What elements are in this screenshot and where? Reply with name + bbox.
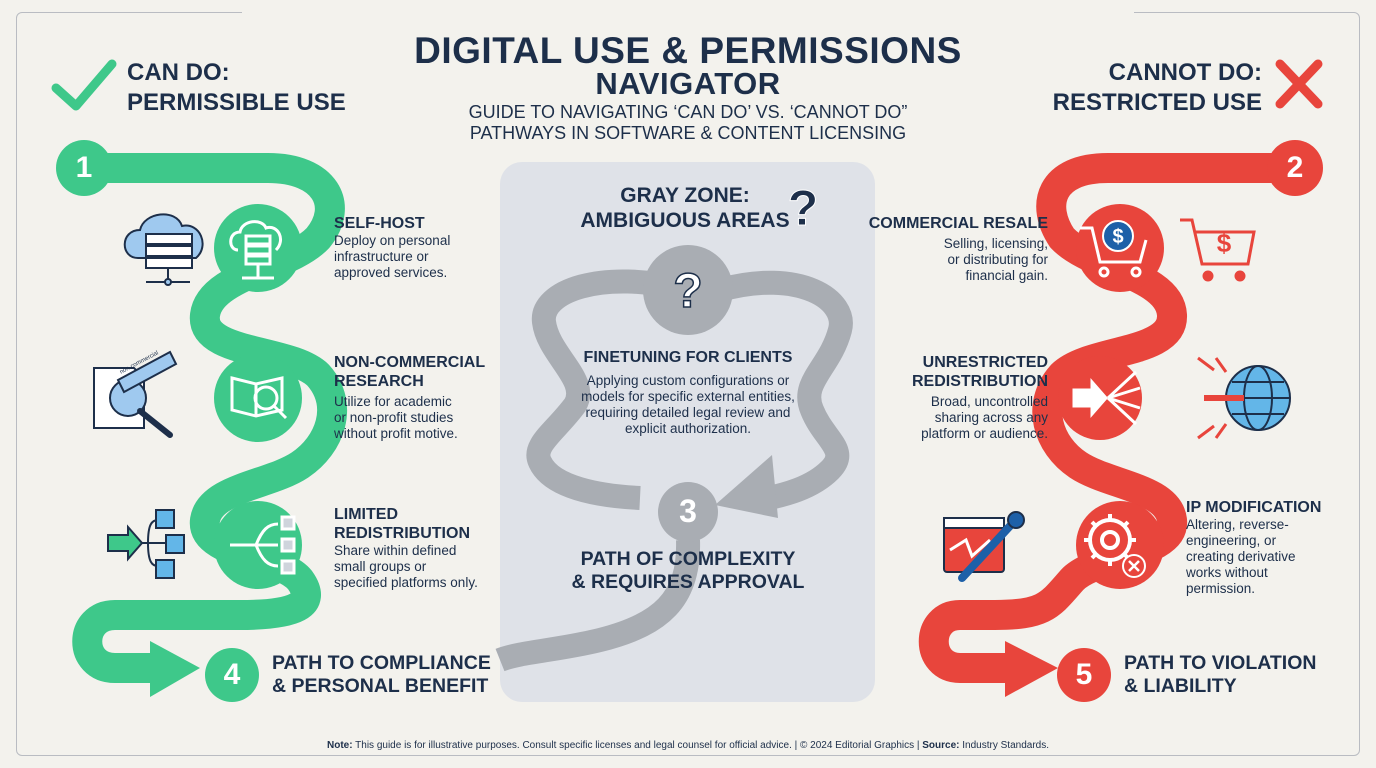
gray-zone-path-label: PATH OF COMPLEXITY & REQUIRES APPROVAL [571, 548, 805, 593]
number-circle-3 [658, 482, 718, 542]
page-subtitle-line2: PATHWAYS IN SOFTWARE & CONTENT LICENSING [469, 123, 907, 143]
step-number-4: 4 [223, 658, 241, 691]
cross-icon [1275, 59, 1323, 109]
shopping-cart-illustration [1180, 218, 1256, 282]
can-do-heading: CAN DO: PERMISSIBLE USE [127, 59, 346, 116]
number-circle-2 [1267, 140, 1323, 196]
item-unrestricted-redistribution: UNRESTRICTED REDISTRIBUTION Broad, uncon… [912, 354, 1048, 441]
gray-loop-path [495, 269, 853, 672]
item-non-commercial-research: NON-COMMERCIAL RESEARCH Utilize for acad… [334, 354, 486, 441]
item-circle-self-host [214, 204, 302, 292]
step-number-3: 3 [679, 493, 697, 529]
footer-note: Note: This guide is for illustrative pur… [327, 740, 1049, 751]
cannot-do-heading: CANNOT DO: RESTRICTED USE [1052, 59, 1262, 116]
shopping-cart-dollar-icon [1080, 226, 1148, 278]
svg-text:$: $ [1112, 226, 1123, 248]
globe-arrows-illustration [1197, 356, 1291, 440]
item-commercial-resale: COMMERCIAL RESALE Selling, licensing, or… [868, 215, 1048, 283]
question-circle-icon: ? [673, 265, 702, 318]
number-circle-5 [1057, 648, 1111, 702]
gray-zone-item: FINETUNING FOR CLIENTS Applying custom c… [581, 349, 795, 436]
cloud-server-icon [229, 220, 282, 280]
number-circle-1 [56, 140, 112, 196]
item-limited-redistribution: LIMITED REDISTRIBUTION Share within defi… [334, 506, 478, 590]
gray-arrowhead [715, 455, 778, 518]
dollar-coin-icon [1102, 220, 1134, 252]
item-self-host: SELF-HOST Deploy on personal infrastruct… [334, 214, 494, 281]
browser-wrench-illustration [943, 511, 1025, 582]
violation-path-label: PATH TO VIOLATION & LIABILITY [1124, 652, 1317, 697]
page-title-line2: NAVIGATOR [595, 66, 781, 101]
document-magnifier-illustration [93, 350, 178, 438]
book-magnifier-icon [230, 376, 288, 420]
step-number-1: 1 [75, 151, 93, 184]
question-circle [643, 245, 733, 335]
step-number-5: 5 [1075, 658, 1093, 691]
scatter-arrows-icon [1072, 370, 1141, 426]
item-title: SELF-HOST [334, 215, 425, 232]
compliance-path-label: PATH TO COMPLIANCE & PERSONAL BENEFIT [272, 652, 491, 697]
check-icon [51, 59, 117, 111]
green-arrowhead [150, 641, 200, 697]
svg-text:$: $ [1217, 228, 1232, 258]
number-circle-4 [205, 648, 259, 702]
cloud-server-illustration [123, 213, 204, 286]
page-title: DIGITAL USE & PERMISSIONS [414, 30, 962, 71]
step-number-2: 2 [1286, 151, 1304, 184]
question-mark-icon: ? [788, 180, 819, 236]
flow-illustration [107, 509, 185, 579]
item-ip-modification: IP MODIFICATION Altering, reverse- engin… [1186, 499, 1322, 596]
item-circle-research [214, 354, 302, 442]
branch-icon [230, 515, 296, 575]
page-subtitle-line1: GUIDE TO NAVIGATING ‘CAN DO’ VS. ‘CANNOT… [468, 102, 908, 122]
gray-zone-heading: GRAY ZONE: AMBIGUOUS AREAS [580, 184, 790, 232]
red-arrowhead [1005, 641, 1058, 697]
gray-zone-panel [500, 162, 875, 702]
gear-wrench-icon [1084, 514, 1136, 566]
